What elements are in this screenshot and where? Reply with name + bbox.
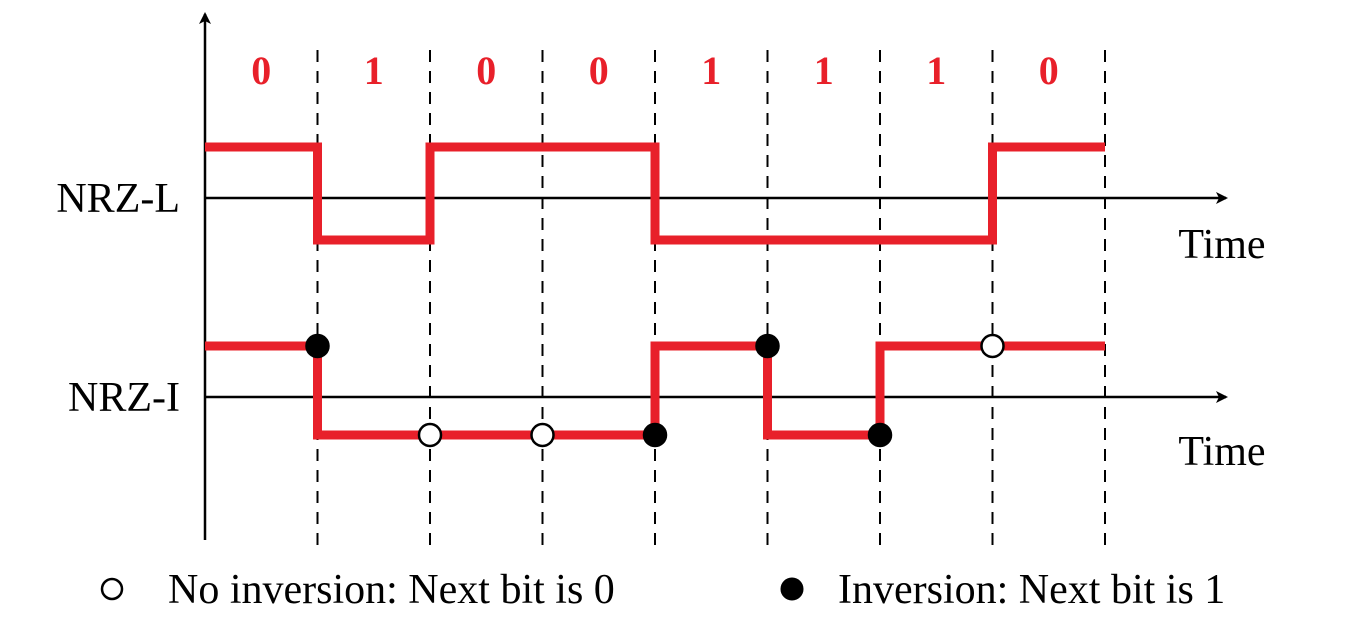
bit-label: 0 — [251, 48, 271, 93]
bit-label: 0 — [589, 48, 609, 93]
bit-label: 1 — [701, 48, 721, 93]
nrzi-waveform — [205, 341, 1105, 440]
bit-label: 1 — [364, 48, 384, 93]
no-inversion-marker — [980, 333, 1005, 359]
legend-inversion-text: Inversion: Next bit is 1 — [838, 567, 1225, 613]
inversion-marker — [642, 422, 668, 448]
nrzi-label: NRZ-I — [68, 375, 180, 421]
bit-label: 1 — [926, 48, 946, 93]
legend: No inversion: Next bit is 0 Inversion: N… — [100, 567, 1225, 613]
bit-label: 1 — [814, 48, 834, 93]
nrzl-waveform — [205, 142, 1105, 245]
inversion-marker — [867, 422, 893, 448]
legend-no-inversion-icon — [100, 577, 124, 601]
inversion-marker — [305, 333, 330, 359]
inversion-marker — [755, 333, 780, 359]
legend-no-inversion-text: No inversion: Next bit is 0 — [168, 567, 615, 613]
bit-label: 0 — [1039, 48, 1059, 93]
nrzi-time-label: Time — [1178, 429, 1265, 475]
nrzl-time-label: Time — [1178, 222, 1265, 268]
no-inversion-marker — [417, 422, 443, 448]
nrzl-label: NRZ-L — [56, 176, 180, 222]
legend-inversion-icon — [780, 577, 804, 601]
bit-boundaries — [316, 50, 1106, 545]
bit-label: 0 — [476, 48, 496, 93]
bit-labels: 0 1 0 0 1 1 1 0 — [251, 48, 1059, 93]
no-inversion-marker — [530, 422, 555, 448]
transition-markers — [305, 333, 1005, 448]
